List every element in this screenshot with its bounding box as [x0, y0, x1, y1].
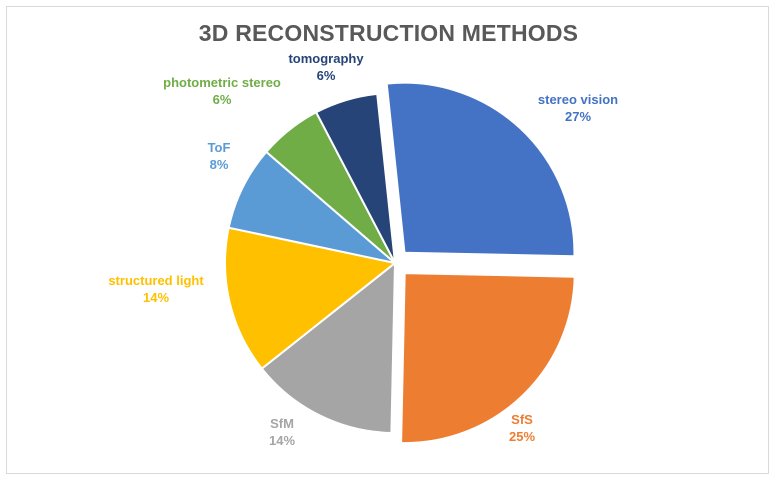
pie-slice-structured-light [224, 226, 398, 371]
slice-label-sfs: SfS [511, 412, 533, 427]
slice-label-tomography: tomography [288, 51, 364, 66]
slice-label-sfm: SfM [270, 416, 294, 431]
slice-value-photometric-stereo: 6% [213, 92, 232, 107]
pie-slice-sfm [260, 260, 397, 435]
pie-slice-stereo-vision [385, 81, 576, 258]
slice-value-stereo-vision: 27% [565, 109, 591, 124]
slice-value-tof: 8% [210, 157, 229, 172]
slice-label-stereo-vision: stereo vision [538, 92, 618, 107]
slice-label-structured-light: structured light [108, 273, 204, 288]
slice-value-sfm: 14% [269, 433, 295, 448]
slice-value-tomography: 6% [317, 68, 336, 83]
slice-label-tof: ToF [208, 140, 231, 155]
pie-slice-tomography [314, 92, 396, 264]
chart-title: 3D RECONSTRUCTION METHODS [198, 20, 579, 46]
slice-label-photometric-stereo: photometric stereo [163, 75, 281, 90]
slice-value-sfs: 25% [509, 429, 535, 444]
slice-value-structured-light: 14% [143, 290, 169, 305]
pie-slice-sfs [400, 272, 576, 445]
